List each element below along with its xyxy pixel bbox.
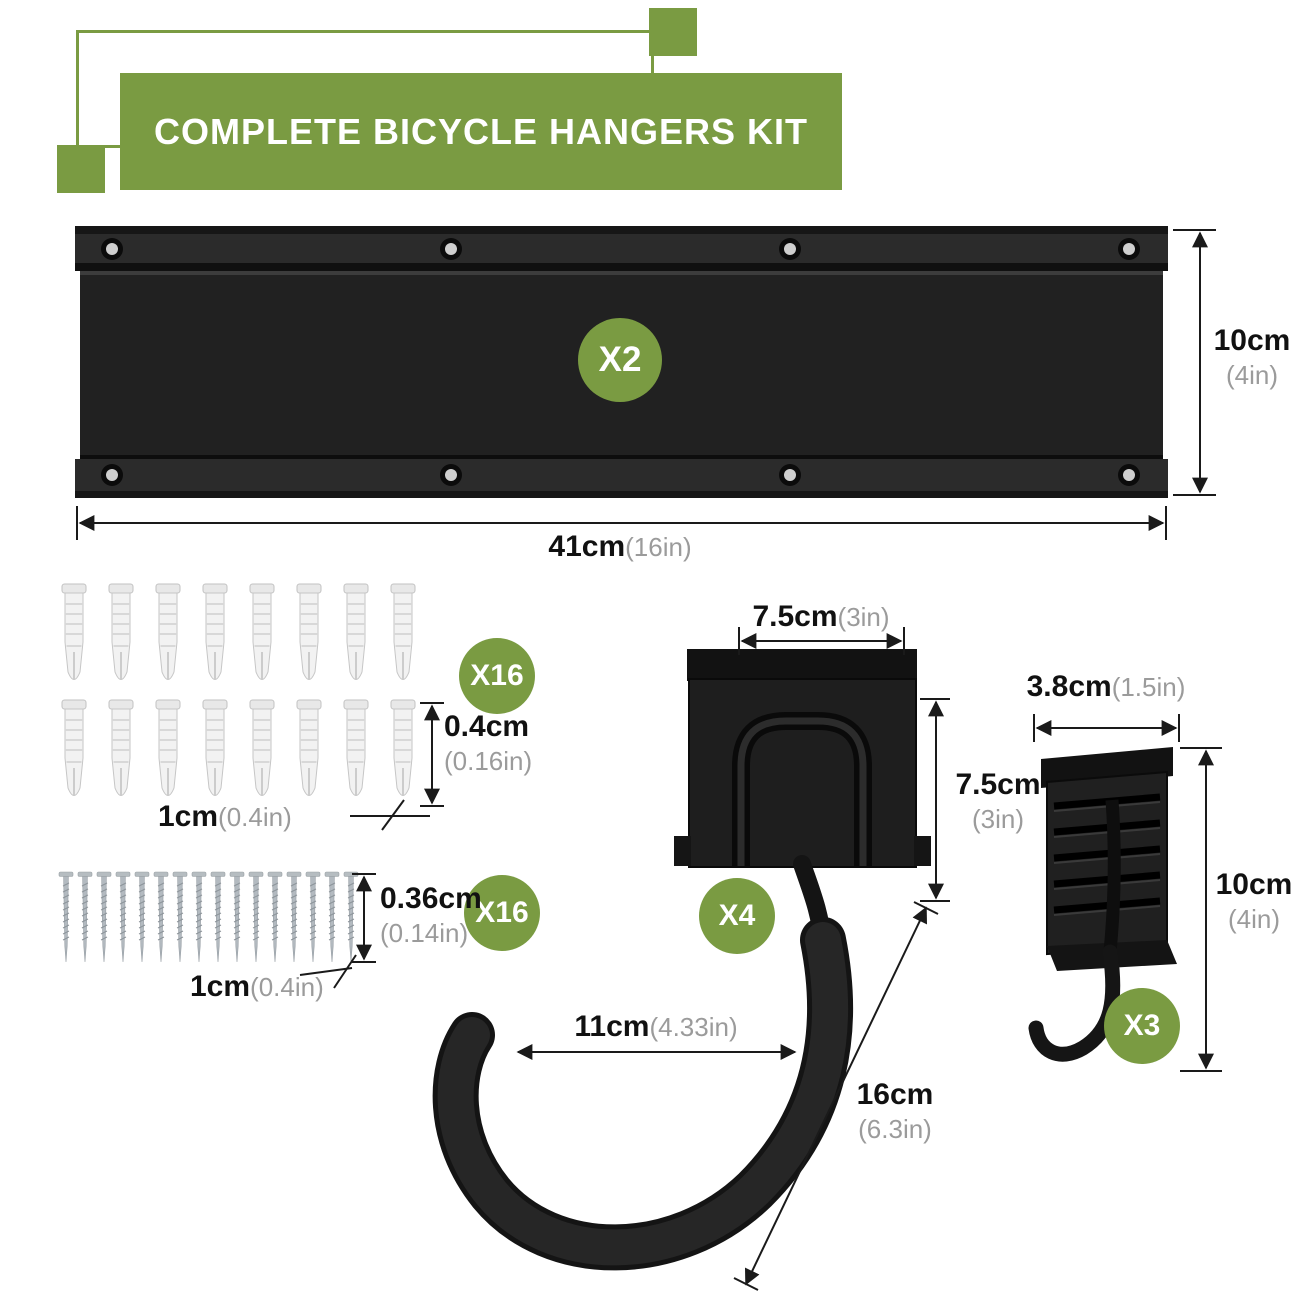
large-hook-inner-width-value: 11cm	[574, 1010, 650, 1043]
large-hook-qty-badge: X4	[699, 878, 775, 954]
small-hook-height-label: 10cm (4in)	[1208, 868, 1300, 936]
large-hook-height-dimension-line	[920, 698, 950, 902]
page-title: COMPLETE BICYCLE HANGERS KIT	[153, 110, 809, 152]
small-hook-height-value: 10cm	[1215, 868, 1293, 901]
large-hook-height-inches: (3in)	[971, 804, 1024, 834]
rail-qty-badge: X2	[578, 318, 662, 402]
small-hook-height-dimension-line	[1180, 747, 1222, 1072]
large-hook-length-dimension-line	[733, 901, 939, 1291]
rail-width-label: 41cm(16in)	[548, 530, 691, 564]
rail-width-inches: (16in)	[625, 532, 692, 562]
screw-diameter-inches: (0.14in)	[380, 918, 469, 948]
anchor-diameter-value: 0.4cm	[444, 710, 530, 743]
title-banner: COMPLETE BICYCLE HANGERS KIT	[120, 73, 842, 190]
anchor-length-value: 1cm	[158, 800, 219, 833]
screw-diameter-label: 0.36cm (0.14in)	[380, 882, 482, 950]
screw-diameter-value: 0.36cm	[380, 882, 482, 915]
rail-width-value: 41cm	[548, 530, 626, 563]
large-hook-inner-width-label: 11cm(4.33in)	[574, 1010, 737, 1044]
large-hook-width-value: 7.5cm	[752, 600, 838, 633]
large-hook-length-value: 16cm	[856, 1078, 934, 1111]
large-hook-inner-width-inches: (4.33in)	[649, 1012, 738, 1042]
anchor-diameter-dimension-line	[420, 702, 444, 807]
anchor-diameter-label: 0.4cm (0.16in)	[444, 710, 532, 778]
screw-length-leader-line	[299, 954, 357, 989]
large-hook-length-inches: (6.3in)	[858, 1114, 932, 1144]
rail-height-dimension-line	[1173, 229, 1216, 496]
large-hook-length-label: 16cm (6.3in)	[840, 1078, 950, 1146]
screws-qty-badge: X16	[464, 875, 540, 951]
rail-width-dimension-line	[76, 506, 1167, 540]
screws-graphic	[58, 871, 359, 963]
rail-height-label: 10cm (4in)	[1204, 324, 1300, 392]
large-hook-graphic	[432, 649, 931, 1271]
anchor-diameter-inches: (0.16in)	[444, 746, 533, 776]
small-hook-width-value: 3.8cm	[1026, 670, 1112, 703]
small-hook-width-inches: (1.5in)	[1111, 672, 1186, 702]
screw-diameter-dimension-line	[352, 873, 376, 963]
screw-length-label: 1cm(0.4in)	[190, 970, 324, 1004]
large-hook-height-value: 7.5cm	[955, 768, 1041, 801]
decor-square-left	[57, 145, 105, 193]
screw-length-value: 1cm	[190, 970, 251, 1003]
rail-height-inches: (4in)	[1225, 360, 1278, 390]
decor-square-top-right	[649, 8, 697, 56]
anchors-qty-badge: X16	[459, 638, 535, 714]
rail-screw-holes	[101, 238, 1140, 486]
large-hook-width-dimension-line	[738, 627, 905, 655]
small-hook-width-label: 3.8cm(1.5in)	[1027, 670, 1186, 704]
small-hook-graphic	[1028, 747, 1177, 1062]
wall-anchors-graphic	[61, 583, 416, 797]
anchor-length-label: 1cm(0.4in)	[158, 800, 292, 834]
large-hook-width-label: 7.5cm(3in)	[752, 600, 889, 634]
small-hook-qty-badge: X3	[1104, 988, 1180, 1064]
rail-height-value: 10cm	[1213, 324, 1291, 357]
small-hook-width-dimension-line	[1033, 714, 1180, 742]
screw-length-inches: (0.4in)	[250, 972, 324, 1002]
large-hook-width-inches: (3in)	[837, 602, 890, 632]
small-hook-height-inches: (4in)	[1227, 904, 1280, 934]
large-hook-height-label: 7.5cm (3in)	[946, 768, 1050, 836]
anchor-length-inches: (0.4in)	[218, 802, 292, 832]
anchor-length-leader-line	[350, 799, 430, 831]
